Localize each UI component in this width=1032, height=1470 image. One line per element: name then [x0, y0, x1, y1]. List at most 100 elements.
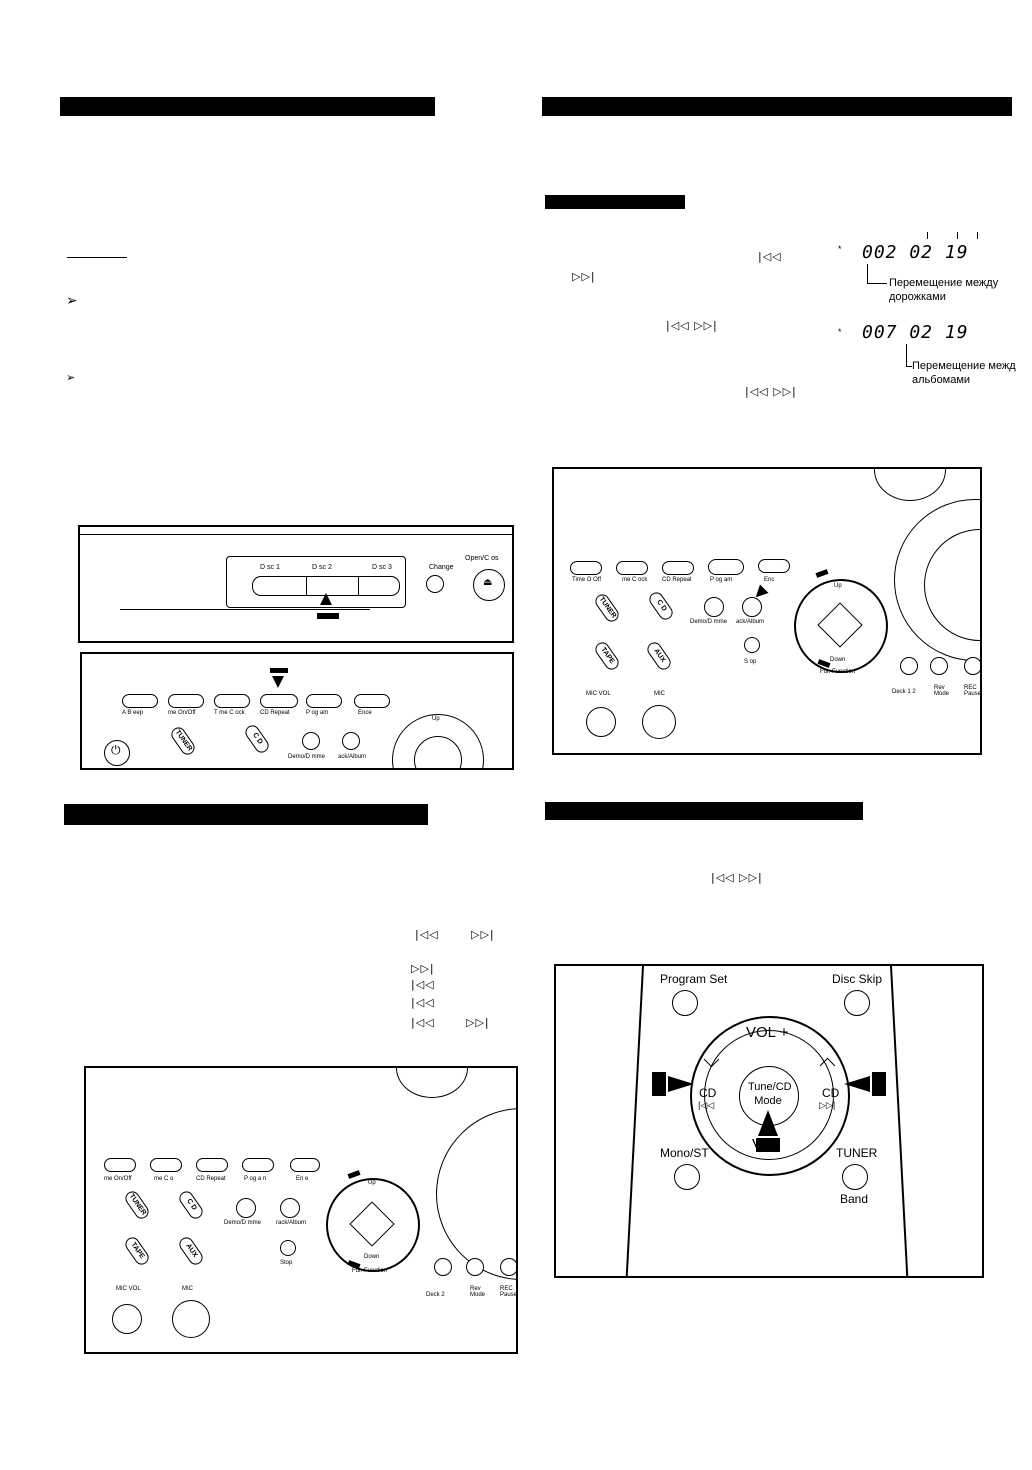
- mic-jack[interactable]: [642, 705, 676, 739]
- album-button[interactable]: [280, 1198, 300, 1218]
- up-label: Up: [834, 583, 842, 589]
- lp2-button-1[interactable]: [104, 1158, 136, 1172]
- program-button[interactable]: [306, 694, 342, 708]
- program-set-button[interactable]: [672, 990, 698, 1016]
- arrow-marker-block: [270, 668, 288, 673]
- rp1-button-2[interactable]: [616, 561, 648, 575]
- down-label: Down: [364, 1254, 380, 1260]
- mono-st-button[interactable]: [674, 1164, 700, 1190]
- caption-leader-line: [906, 344, 907, 366]
- rp1-button-4[interactable]: [708, 559, 744, 575]
- pointer-arrow-up-icon: [758, 1110, 778, 1136]
- stop-button[interactable]: [280, 1240, 296, 1256]
- lp2-label-1: me On/Off: [104, 1176, 132, 1182]
- main-controls-panel-right: Time O Off me C ock CD Repeat P og am En…: [552, 467, 982, 755]
- jog-dial[interactable]: [326, 1178, 420, 1272]
- lp2-button-4[interactable]: [242, 1158, 274, 1172]
- lp2-button-2[interactable]: [150, 1158, 182, 1172]
- demo-button[interactable]: [236, 1198, 256, 1218]
- next-symbol: ▷▷|: [411, 962, 435, 975]
- disc2-label: D sc 2: [312, 564, 332, 571]
- rp1-label-1: Time O Off: [572, 577, 602, 583]
- track-move-caption: Перемещение между дорожками: [889, 277, 999, 303]
- mic-jack[interactable]: [172, 1300, 210, 1338]
- disc-skip-button[interactable]: [844, 990, 870, 1016]
- deck-button-3[interactable]: [964, 657, 980, 675]
- album-button[interactable]: [342, 732, 360, 750]
- display-tick: [927, 232, 928, 239]
- aux-button[interactable]: AUX: [644, 639, 674, 673]
- cd-repeat-button[interactable]: [260, 694, 298, 708]
- rp1-label-4: P og am: [710, 577, 733, 583]
- lp2-label-3: CD Repeat: [196, 1176, 226, 1182]
- prev-next-symbol: |◁◁ ▷▷|: [666, 319, 718, 332]
- pointer-arrow-block: [347, 1170, 361, 1179]
- deck-button-1[interactable]: [900, 657, 918, 675]
- lp2-button-5[interactable]: [290, 1158, 320, 1172]
- rp1-button-1[interactable]: [570, 561, 602, 575]
- album-button[interactable]: [742, 597, 762, 617]
- disc2-button[interactable]: [306, 576, 360, 596]
- prev-symbol: |◁◁: [411, 978, 435, 991]
- tuner-button[interactable]: TUNER: [168, 724, 198, 758]
- lp2-label-5: En e: [296, 1176, 309, 1182]
- mic-vol-knob[interactable]: [112, 1304, 142, 1334]
- deck-label: Deck 1 2: [892, 689, 916, 695]
- pointer-arrow-block: [317, 613, 339, 619]
- deck-button-2[interactable]: [466, 1258, 484, 1276]
- album-move-caption: Перемещение межд альбомами: [912, 360, 1016, 386]
- tape-button[interactable]: TAPE: [122, 1234, 152, 1268]
- aux-button[interactable]: AUX: [176, 1234, 206, 1268]
- mic-label: MIC: [182, 1286, 193, 1292]
- tuner-button[interactable]: TUNER: [592, 591, 622, 625]
- jog-dial[interactable]: [794, 579, 888, 673]
- mic-label: MIC: [654, 691, 665, 697]
- album-label: ack/Album: [338, 754, 367, 760]
- next-track-symbol: ▷▷|: [572, 270, 596, 283]
- deck-button-1[interactable]: [434, 1258, 452, 1276]
- power-button[interactable]: [104, 740, 130, 766]
- rp1-button-3[interactable]: [662, 561, 694, 575]
- demo-button[interactable]: [302, 732, 320, 750]
- disc-selector-panel: D sc 1 D sc 2 D sc 3 Change Open/C os ⏏: [78, 525, 514, 643]
- deck-button-3[interactable]: [500, 1258, 516, 1276]
- cd-button[interactable]: C D: [646, 589, 676, 623]
- cd-button[interactable]: C D: [176, 1188, 206, 1222]
- up-label: Up: [432, 716, 440, 722]
- disc-skip-label: Disc Skip: [832, 972, 883, 986]
- cd-button[interactable]: C D: [242, 722, 272, 756]
- vol-plus-label: VOL +: [746, 1024, 789, 1041]
- front-button-2[interactable]: [168, 694, 204, 708]
- bullet-arrow-icon: ➢: [66, 371, 77, 384]
- tape-button[interactable]: TAPE: [592, 639, 622, 673]
- caption-leader-line: [867, 283, 887, 284]
- pointer-arrow-right-icon: [668, 1076, 694, 1092]
- lp2-button-3[interactable]: [196, 1158, 228, 1172]
- mic-vol-knob[interactable]: [586, 707, 616, 737]
- enter-button[interactable]: [354, 694, 390, 708]
- rp1-button-5[interactable]: [758, 559, 790, 573]
- lp2-label-2: me C o: [154, 1176, 174, 1182]
- prev-next-symbol: |◁◁ ▷▷|: [745, 385, 797, 398]
- cd-left-label: CD: [699, 1086, 717, 1100]
- rp1-label-3: CD Repeat: [662, 577, 692, 583]
- disc1-button[interactable]: [252, 576, 308, 596]
- demo-button[interactable]: [704, 597, 724, 617]
- disc3-button[interactable]: [358, 576, 400, 596]
- front-button-1[interactable]: [122, 694, 158, 708]
- stop-button[interactable]: [744, 637, 760, 653]
- tuner-button[interactable]: TUNER: [122, 1188, 152, 1222]
- prev-symbol: |◁◁: [411, 996, 435, 1009]
- front-button-3[interactable]: [214, 694, 250, 708]
- change-button[interactable]: [426, 575, 444, 593]
- tuner-band-button[interactable]: [842, 1164, 868, 1190]
- rev-mode-label: Rev Mode: [934, 685, 950, 697]
- tune-mode-label: Tune/CD Mode: [748, 1081, 792, 1107]
- jog-dial-center[interactable]: [414, 736, 462, 768]
- pointer-arrow-left-icon: [844, 1076, 870, 1092]
- demo-label: Demo/D mme: [224, 1220, 262, 1226]
- deck-button-2[interactable]: [930, 657, 948, 675]
- cd-right-label: CD: [822, 1086, 840, 1100]
- open-close-button[interactable]: [473, 569, 505, 601]
- mic-vol-label: MIC VOL: [586, 691, 611, 697]
